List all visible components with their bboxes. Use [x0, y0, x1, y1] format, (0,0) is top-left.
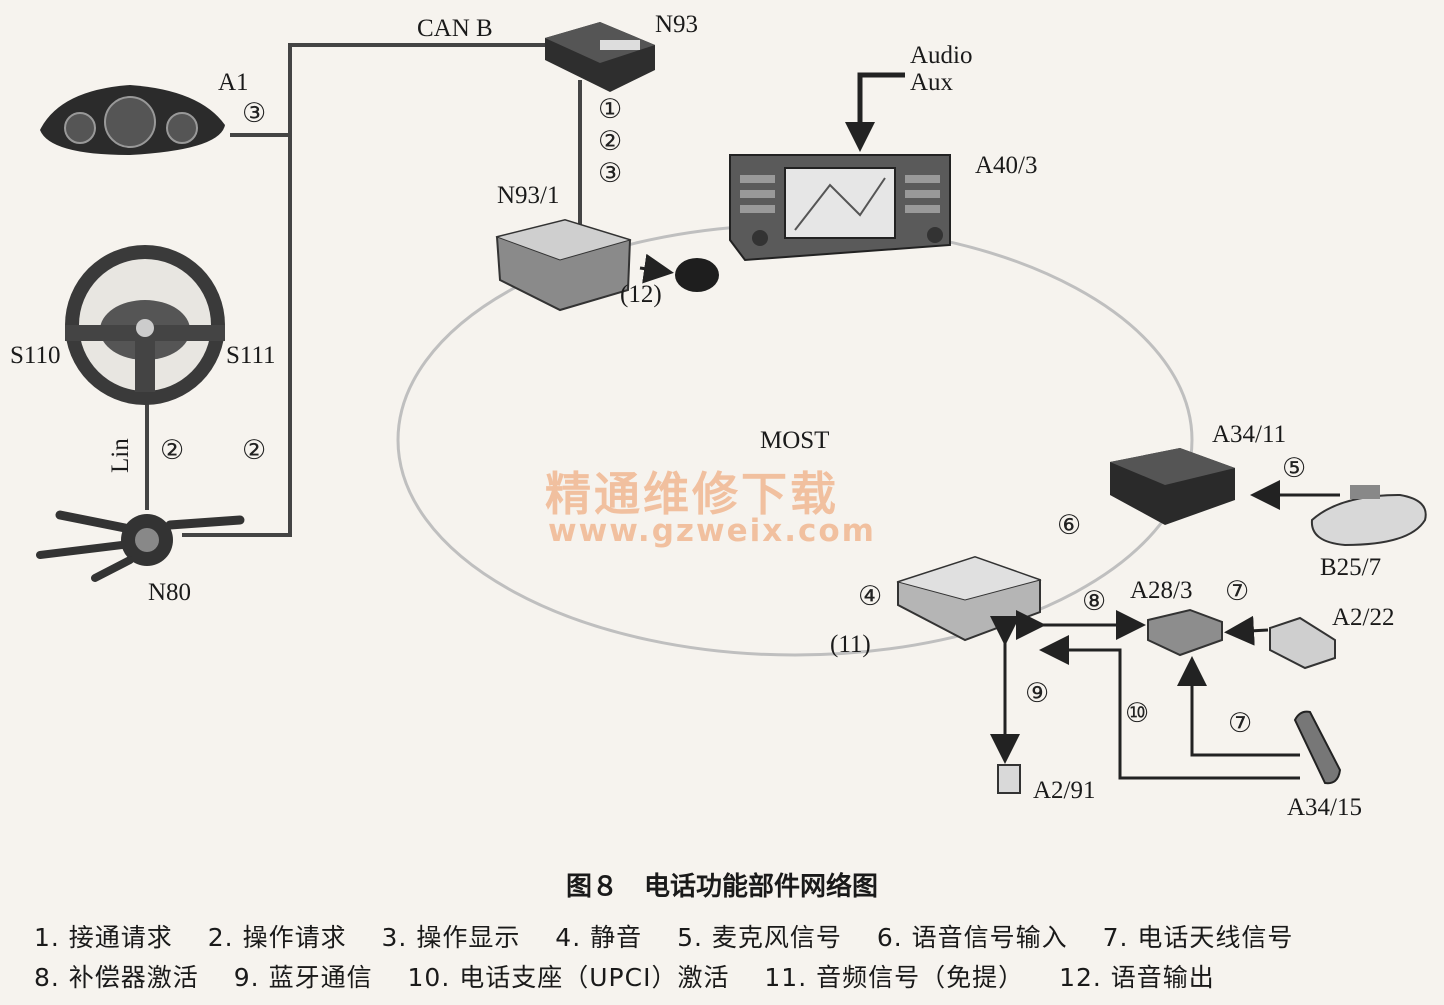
telephone-control-module	[896, 555, 1042, 642]
n93-1-module	[495, 218, 632, 312]
label-a28-3: A28/3	[1130, 577, 1193, 604]
marker-1-n93: ①	[598, 94, 623, 125]
audio-aux-arrow	[857, 72, 905, 130]
watermark-title: 精通维修下载	[545, 467, 839, 521]
marker-3-a1: ③	[242, 98, 267, 129]
marker-5: ⑤	[1282, 453, 1307, 484]
label-aux: Aux	[910, 69, 954, 96]
legend-item: 9. 蓝牙通信	[233, 963, 373, 992]
steering-column-n80	[36, 510, 245, 582]
marker-11: (11)	[830, 631, 871, 658]
label-lin: Lin	[107, 438, 134, 473]
marker-2-can: ②	[242, 435, 267, 466]
label-a2-22: A2/22	[1332, 604, 1395, 631]
label-a34-11: A34/11	[1212, 421, 1287, 448]
legend-item: 4. 静音	[555, 923, 643, 952]
n93-module	[545, 22, 655, 92]
head-unit-a40-3	[729, 154, 951, 262]
legend-item: 1. 接通请求	[34, 923, 173, 952]
marker-12: (12)	[620, 281, 662, 308]
legend-item: 10. 电话支座（UPCI）激活	[407, 963, 730, 992]
marker-2-n93: ②	[598, 126, 623, 157]
legend-item: 12. 语音输出	[1059, 963, 1215, 992]
label-s110: S110	[10, 342, 61, 369]
figure-caption: 图８ 电话功能部件网络图	[565, 872, 878, 902]
legend-item: 3. 操作显示	[381, 923, 521, 952]
mirror-microphone-b25-7	[1310, 485, 1427, 547]
legend-item: 5. 麦克风信号	[677, 923, 842, 952]
network-diagram	[36, 22, 1427, 794]
marker-3-n93: ③	[598, 158, 623, 189]
label-b25-7: B25/7	[1320, 554, 1382, 581]
marker-7-top: ⑦	[1225, 576, 1250, 607]
legend-item: 8. 补偿器激活	[34, 963, 199, 992]
label-audio: Audio	[910, 42, 973, 69]
marker-4: ④	[858, 581, 883, 612]
phone-cradle-a34-15	[1293, 710, 1342, 785]
marker-10: ⑩	[1125, 698, 1150, 729]
label-n93-1: N93/1	[497, 182, 560, 209]
steering-wheel	[65, 245, 225, 405]
compensator-a28-3	[1147, 608, 1223, 657]
can-b-bus	[182, 43, 582, 537]
legend-line-1: 1. 接通请求 2. 操作请求 3. 操作显示 4. 静音 5. 麦克风信号 6…	[34, 918, 1319, 954]
legend-item: 11. 音频信号（免提）	[764, 963, 1025, 992]
label-n93: N93	[655, 11, 699, 38]
legend-item: 6. 语音信号输入	[876, 923, 1068, 952]
marker-6: ⑥	[1057, 510, 1082, 541]
label-s111: S111	[226, 342, 276, 369]
bluetooth-a2-91	[997, 764, 1021, 794]
marker-8: ⑧	[1082, 586, 1107, 617]
label-a1: A1	[218, 69, 249, 96]
speaker-12	[675, 258, 719, 292]
label-can-b: CAN B	[417, 15, 493, 42]
label-most: MOST	[760, 427, 830, 454]
marker-7-bottom: ⑦	[1228, 708, 1253, 739]
antenna-a2-22	[1269, 616, 1336, 670]
label-n80: N80	[148, 579, 192, 606]
watermark-url: www.gzweix.com	[548, 513, 876, 549]
label-a40-3: A40/3	[975, 152, 1038, 179]
label-a2-91: A2/91	[1033, 777, 1096, 804]
label-a34-15: A34/15	[1287, 794, 1362, 821]
legend-item: 2. 操作请求	[207, 923, 347, 952]
marker-2-lin: ②	[160, 435, 185, 466]
legend-line-2: 8. 补偿器激活 9. 蓝牙通信 10. 电话支座（UPCI）激活 11. 音频…	[34, 958, 1241, 994]
a34-11-module	[1110, 448, 1235, 525]
legend-item: 7. 电话天线信号	[1102, 923, 1294, 952]
marker-9: ⑨	[1025, 678, 1050, 709]
instrument-cluster-a1	[40, 85, 225, 155]
audio-aux-arrowhead	[845, 122, 875, 152]
